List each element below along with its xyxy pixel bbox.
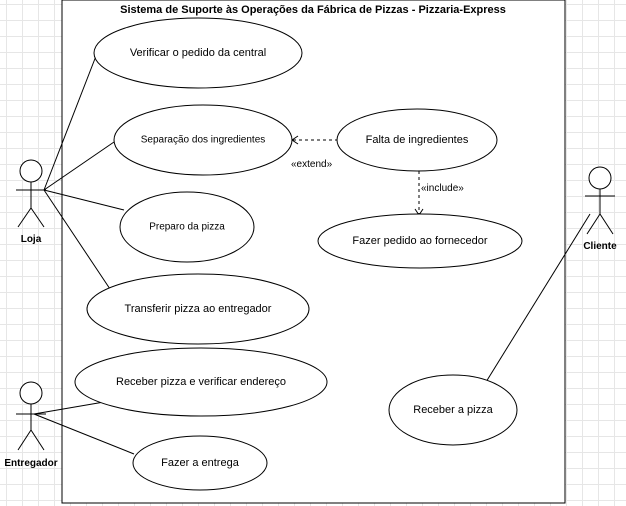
system-title: Sistema de Suporte às Operações da Fábri… — [120, 4, 506, 16]
use-case-label: Transferir pizza ao entregador — [125, 303, 272, 315]
use-case-label: Separação dos ingredientes — [141, 135, 266, 146]
use-case-receber-pizza[interactable]: Receber a pizza — [388, 374, 518, 446]
actor-leg-left — [586, 213, 601, 235]
use-case-label: Preparo da pizza — [149, 222, 225, 233]
actor-leg-right — [30, 207, 45, 228]
actor-leg-right — [599, 213, 614, 235]
actor-leg-right — [30, 429, 45, 451]
actor-loja[interactable]: Loja — [16, 159, 46, 245]
extend-label: «extend» — [291, 159, 333, 170]
use-case-label: Falta de ingredientes — [366, 134, 469, 146]
assoc-loja-separacao — [43, 141, 115, 191]
use-case-label: Receber pizza e verificar endereço — [116, 376, 286, 388]
actor-label: Entregador — [4, 458, 57, 469]
use-case-receber-verificar[interactable]: Receber pizza e verificar endereço — [74, 347, 328, 417]
assoc-cliente-receber — [485, 213, 591, 383]
use-case-verificar-pedido[interactable]: Verificar o pedido da central — [93, 17, 303, 89]
actor-entregador[interactable]: Entregador — [4, 381, 58, 469]
use-case-transferir[interactable]: Transferir pizza ao entregador — [86, 273, 310, 345]
include-label: «include» — [421, 183, 464, 194]
actor-label: Loja — [21, 234, 42, 245]
actor-head — [19, 159, 43, 183]
use-case-label: Fazer pedido ao fornecedor — [352, 235, 487, 247]
use-case-label: Verificar o pedido da central — [130, 47, 266, 59]
actor-cliente[interactable]: Cliente — [583, 166, 617, 252]
use-case-label: Fazer a entrega — [161, 457, 240, 469]
actor-leg-left — [17, 207, 32, 228]
assoc-entregador-entrega — [33, 413, 135, 455]
assoc-loja-verificar — [43, 55, 97, 191]
actor-head — [19, 381, 43, 405]
use-case-label: Receber a pizza — [413, 404, 493, 416]
use-case-separacao[interactable]: Separação dos ingredientes — [113, 104, 293, 176]
actor-label: Cliente — [583, 241, 617, 252]
actor-head — [588, 166, 612, 190]
use-case-fazer-entrega[interactable]: Fazer a entrega — [132, 435, 268, 491]
assoc-entregador-receber-verificar — [33, 401, 105, 415]
actor-leg-left — [17, 429, 32, 451]
use-case-falta-ingredientes[interactable]: Falta de ingredientes — [336, 108, 498, 172]
assoc-loja-transferir — [43, 189, 113, 293]
use-case-preparo[interactable]: Preparo da pizza — [119, 191, 255, 263]
use-case-pedido-fornecedor[interactable]: Fazer pedido ao fornecedor — [317, 213, 523, 269]
assoc-loja-preparo — [43, 189, 125, 211]
